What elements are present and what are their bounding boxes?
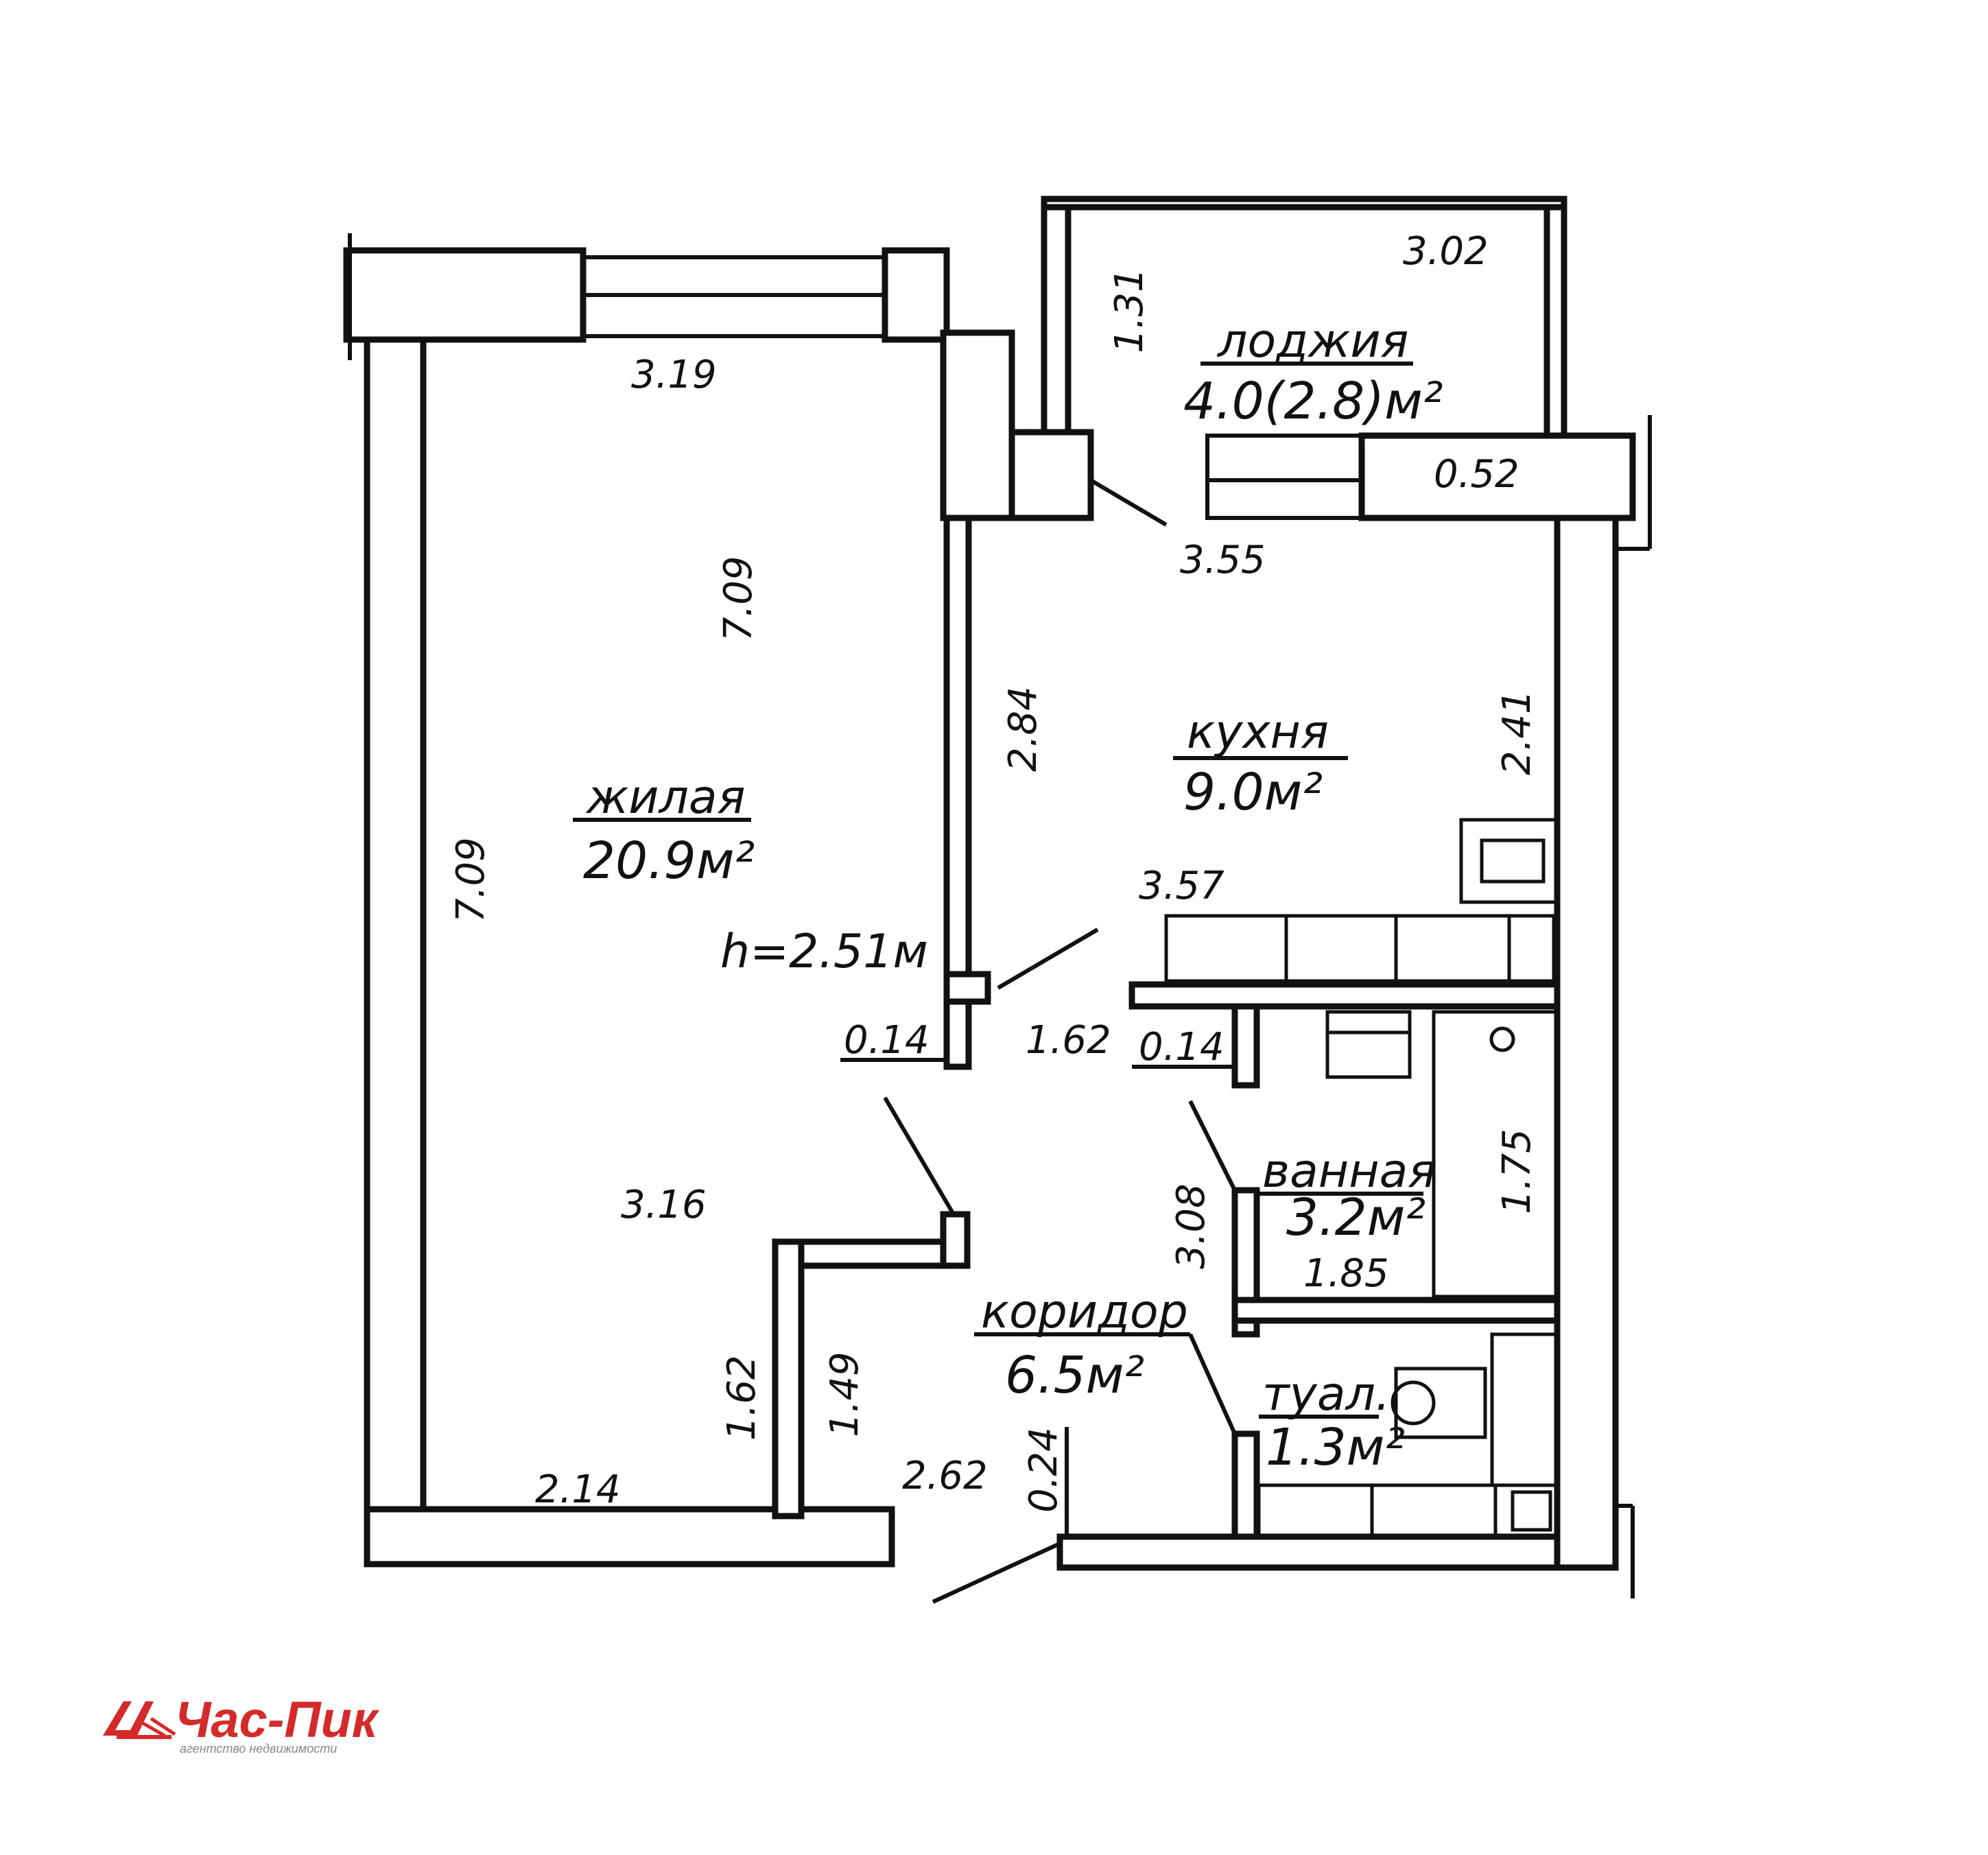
logo-mark-icon [103, 1701, 176, 1739]
dim-loggia-width: 3.02 [1403, 229, 1489, 274]
dim-kitchen-top: 3.55 [1180, 538, 1266, 582]
room-labels: лоджия 4.0(2.8)м² кухня 9.0м² жилая 20.9… [573, 314, 1443, 1477]
wall-stub-left [943, 971, 991, 1005]
wall-toilet-left [1231, 1430, 1260, 1540]
wall-loggia-step [1008, 429, 1094, 521]
bathtub [1432, 1010, 1559, 1299]
washbasin [1325, 1010, 1412, 1079]
room-area-loggia: 4.0(2.8)м² [1183, 372, 1443, 431]
dim-wall-right: 0.14 [1139, 1025, 1224, 1070]
dim-corridor-height: 3.08 [1169, 1183, 1214, 1269]
ceiling-height: h=2.51м [720, 925, 928, 979]
kitchen-counter [1164, 914, 1556, 983]
dim-niche-right: 1.49 [823, 1351, 867, 1437]
wall-living-kitchen-upper [940, 329, 1015, 521]
room-area-corridor: 6.5м² [1005, 1346, 1144, 1405]
room-area-living: 20.9м² [583, 831, 755, 890]
wall-niche-left [772, 1238, 805, 1520]
room-name-kitchen: кухня [1187, 705, 1329, 759]
logo-tagline: агентство недвижимости [180, 1742, 337, 1756]
room-name-loggia: лоджия [1216, 314, 1408, 368]
wall-living-left [364, 336, 427, 1568]
room-name-living: жилая [585, 770, 746, 825]
dim-loggia-wall: 0.52 [1434, 452, 1519, 497]
room-name-corridor: коридор [981, 1285, 1188, 1339]
wall-loggia-right [1543, 196, 1567, 439]
wall-loggia-top [1041, 196, 1567, 211]
dim-loggia-depth: 1.31 [1107, 268, 1152, 353]
wall-right [1554, 515, 1619, 1571]
storage-shelves [1257, 1483, 1559, 1539]
dim-corridor-bottom: 2.62 [902, 1454, 988, 1498]
bath-drain [1489, 1026, 1515, 1052]
dim-kitchen-right: 2.41 [1495, 689, 1539, 775]
dim-niche-left: 1.62 [720, 1355, 764, 1441]
agency-logo: Час-Пик агентство недвижимости [103, 1691, 380, 1756]
dim-entrance-wall: 0.24 [1021, 1427, 1066, 1513]
wall-bath-left-upper [1231, 1003, 1260, 1089]
dim-kitchen-left: 2.84 [1001, 686, 1045, 772]
wall-bath-bottom [1231, 1297, 1561, 1324]
dim-kitchen-bottom: 3.57 [1139, 864, 1224, 908]
window-kitchen [1205, 434, 1364, 520]
wall-kitchen-bath [1128, 981, 1561, 1010]
windows [348, 233, 1652, 1598]
dim-bath-width: 1.85 [1303, 1251, 1389, 1296]
wall-living-bottom [364, 1506, 895, 1568]
room-area-kitchen: 9.0м² [1183, 763, 1323, 822]
room-area-toilet: 1.3м² [1266, 1418, 1405, 1477]
dim-wall-left: 0.14 [844, 1018, 930, 1063]
room-name-toilet: туал. [1262, 1367, 1391, 1421]
wall-loggia-left [1041, 196, 1072, 436]
room-area-bath: 3.2м² [1286, 1188, 1425, 1247]
leader-lines [840, 478, 1237, 1604]
kitchen-stove [1459, 818, 1559, 904]
toilet-bowl [1394, 1367, 1487, 1439]
dim-door-width: 1.62 [1026, 1018, 1111, 1063]
wall-top-left [343, 247, 587, 343]
dim-living-lower: 3.16 [621, 1183, 707, 1227]
wall-niche-stub [940, 1211, 971, 1269]
dim-living-outer-height: 7.09 [449, 837, 493, 923]
dim-bath-height: 1.75 [1495, 1129, 1539, 1214]
wall-bottom-right [1056, 1533, 1561, 1571]
room-name-bath: ванная [1262, 1144, 1436, 1198]
logo-name: Час-Пик [175, 1691, 380, 1748]
dim-living-inner-height: 7.09 [716, 556, 761, 641]
wall-top-right [881, 247, 950, 343]
fixtures [1164, 818, 1559, 1539]
dim-living-top: 3.19 [631, 353, 717, 397]
dim-living-bottom: 2.14 [535, 1467, 621, 1512]
dimension-labels: 3.02 1.31 3.19 7.09 7.09 0.52 3.55 2.84 … [449, 229, 1539, 1513]
